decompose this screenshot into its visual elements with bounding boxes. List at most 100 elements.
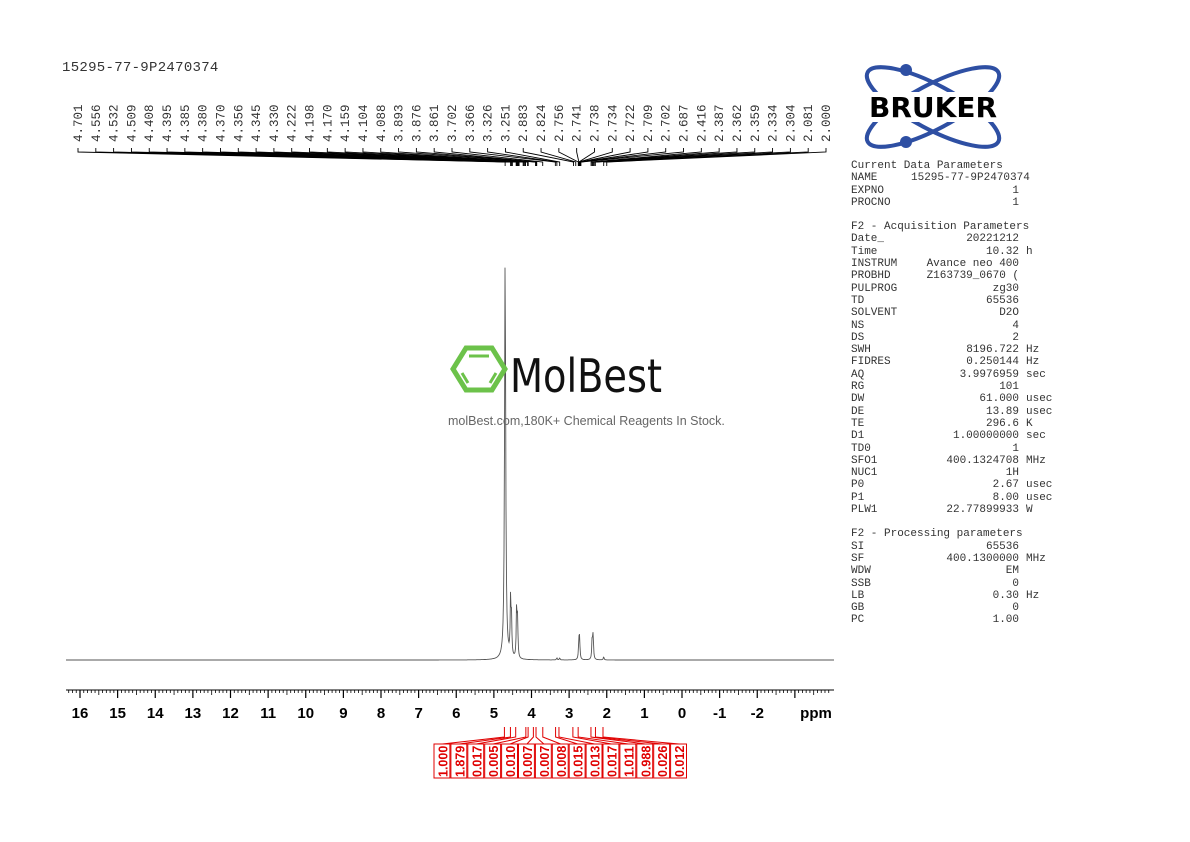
integral-value: 1.879 [453,746,467,777]
molbest-brand: MolBest [510,349,662,403]
integral-value: 0.010 [504,746,518,777]
bruker-wordmark: BRUKER [869,91,997,124]
peak-label: 4.159 [339,104,353,142]
axis-tick-label: 12 [222,705,239,722]
integral-value: 0.007 [538,746,552,777]
peak-label: 4.345 [250,104,264,142]
peak-label: 4.222 [286,104,300,142]
integral-value: 0.017 [470,746,484,777]
axis-tick-label: 1 [640,705,648,722]
axis-tick-label: -2 [751,705,764,722]
peak-label: 4.509 [125,104,139,142]
integral-value: 0.988 [639,746,653,777]
peak-label: 2.387 [713,104,727,142]
peak-label: 2.756 [553,104,567,142]
peak-label: 4.395 [161,104,175,142]
peak-label: 3.366 [464,104,478,142]
peak-label: 2.709 [642,104,656,142]
peak-label: 4.104 [357,104,371,142]
axis-tick-label: 15 [109,705,126,722]
peak-label: 4.556 [90,104,104,142]
peak-label: 3.251 [499,104,513,142]
integral-value: 0.012 [673,746,687,777]
axis-tick-label: 7 [414,705,422,722]
peak-label: 2.741 [571,104,585,142]
axis-tick-label: 4 [527,705,536,722]
param-row: Date_20221212 [851,233,1019,246]
peak-label: 4.198 [304,104,318,142]
integral-value: 0.005 [487,746,501,777]
peak-label: 2.702 [660,104,674,142]
benzene-ring-icon [450,345,508,393]
peak-label: 3.861 [428,104,442,142]
peak-label: 2.362 [731,104,745,142]
integral-value: 0.007 [521,746,535,777]
peak-label: 2.334 [767,104,781,142]
axis-tick-label: 3 [565,705,573,722]
peak-label: 2.738 [588,104,602,142]
molbest-tagline: molBest.com,180K+ Chemical Reagents In S… [448,414,725,428]
spectrum-title: 15295-77-9P2470374 [62,60,219,76]
integral-value: 0.015 [572,746,586,777]
peak-label: 4.385 [179,104,193,142]
params-heading: F2 - Processing parameters [851,528,1023,541]
peak-label: 3.702 [446,104,460,142]
integral-value: 1.000 [436,746,450,777]
integral-value: 1.011 [622,746,636,777]
peak-label: 2.081 [802,104,816,142]
peak-label: 3.876 [410,104,424,142]
axis-tick-label: 6 [452,705,460,722]
peak-label: 2.722 [624,104,638,142]
params-heading: F2 - Acquisition Parameters [851,221,1030,234]
axis-tick-label: 11 [260,705,276,722]
peak-label: 2.304 [784,104,798,142]
params-heading: Current Data Parameters [851,160,1003,172]
peak-label: 2.824 [535,104,549,142]
peak-label: 4.356 [232,104,246,142]
axis-tick-label: 0 [678,705,686,722]
integral-value: 0.026 [656,746,670,777]
spectrum-trace [66,267,834,661]
peak-label: 4.408 [143,104,157,142]
bruker-logo: BRUKER [848,62,1018,152]
axis-unit-label: ppm [800,705,832,722]
peak-label: 4.170 [321,104,335,142]
peak-label: 2.687 [678,104,692,142]
axis-tick-label: 2 [603,705,611,722]
peak-label: 4.330 [268,104,282,142]
